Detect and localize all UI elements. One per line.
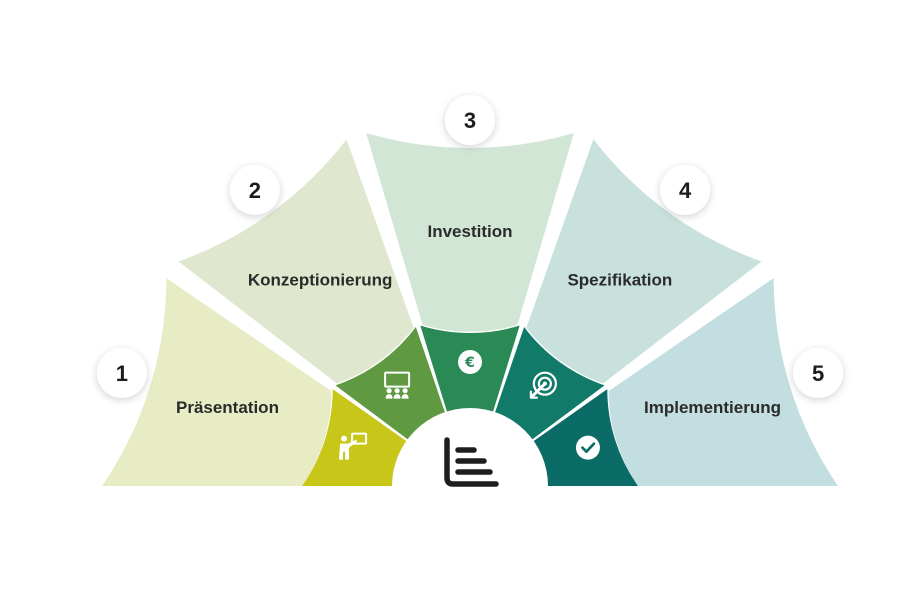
target-icon — [529, 371, 557, 399]
step-label-4: Spezifikation — [567, 271, 672, 290]
step-number-1: 1 — [116, 361, 128, 386]
step-number-5: 5 — [812, 361, 824, 386]
check-icon — [575, 435, 600, 460]
step-number-4: 4 — [679, 178, 692, 203]
step-label-1: Präsentation — [176, 398, 279, 417]
outer-segment-2 — [178, 139, 414, 384]
outer-segment-1 — [102, 278, 332, 486]
euro-icon: € — [458, 350, 482, 374]
step-number-3: 3 — [464, 108, 476, 133]
step-number-badge-5: 5 — [793, 347, 844, 398]
step-label-2: Konzeptionierung — [248, 271, 392, 290]
audience-icon — [384, 371, 411, 399]
presenter-icon — [339, 432, 368, 460]
outer-segment-4 — [526, 139, 762, 384]
step-number-2: 2 — [249, 178, 261, 203]
step-number-badge-1: 1 — [96, 347, 147, 398]
step-number-badge-3: 3 — [445, 95, 495, 145]
bar-chart-logo-icon — [444, 437, 499, 487]
svg-text:€: € — [464, 355, 475, 371]
outer-segment-5 — [608, 278, 838, 486]
step-number-badge-2: 2 — [229, 164, 280, 215]
outer-segment-3 — [366, 132, 574, 332]
inner-segment-2 — [335, 326, 445, 440]
inner-segment-1 — [302, 389, 407, 486]
step-label-3: Investition — [427, 222, 512, 241]
step-number-badge-4: 4 — [660, 164, 711, 215]
step-label-5: Implementierung — [644, 398, 781, 417]
center-hub — [392, 408, 548, 486]
